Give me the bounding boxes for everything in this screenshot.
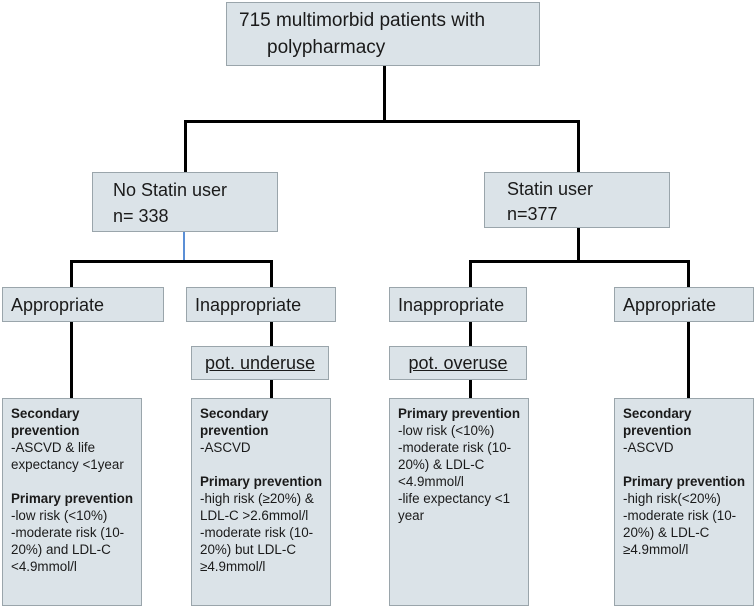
criteria-heading: Primary prevention <box>11 491 134 506</box>
connector-right-horizontal <box>469 260 690 263</box>
criteria-line: -low risk (<10%) <box>11 508 108 523</box>
criteria-line: -life expectancy <1 <box>398 491 511 506</box>
criteria-heading: Secondary <box>11 406 80 421</box>
criteria-line: ≥4.9mmol/l <box>200 559 266 574</box>
criteria-heading: prevention <box>623 423 692 438</box>
criteria-line: <4.9mmol/l <box>11 559 77 574</box>
statin-node: Statin user n=377 <box>484 172 670 228</box>
criteria-line: -moderate risk (10- <box>398 440 512 455</box>
criteria-heading: Primary prevention <box>623 474 746 489</box>
connector-right-drop <box>577 120 580 173</box>
criteria-line: -ASCVD <box>623 440 674 455</box>
connector-c4-to-b4 <box>687 322 690 398</box>
criteria-line: LDL-C >2.6mmol/l <box>200 508 309 523</box>
connector-left-drop <box>184 120 187 173</box>
criteria-line: -moderate risk (10- <box>11 525 125 540</box>
connector-left-c2-drop <box>270 260 273 287</box>
root-line1: 715 multimorbid patients with <box>239 10 486 31</box>
criteria-line: -moderate risk (10- <box>623 508 737 523</box>
criteria-heading: Secondary <box>623 406 692 421</box>
potential-overuse-label: pot. overuse <box>389 346 527 380</box>
tag-text: pot. overuse <box>408 352 508 373</box>
criteria-line: year <box>398 508 425 523</box>
criteria-heading: prevention <box>11 423 80 438</box>
criteria-line: -high risk(<20%) <box>623 491 721 506</box>
criteria-box-appropriate-statin: Secondary prevention -ASCVD Primary prev… <box>614 398 754 606</box>
connector-right-branch-down <box>577 228 580 262</box>
category-appropriate-no-statin: Appropriate <box>2 287 164 322</box>
connector-left-branch-down <box>183 232 185 262</box>
root-node: 715 multimorbid patients with polypharma… <box>226 2 540 66</box>
no-statin-node: No Statin user n= 338 <box>92 172 278 232</box>
category-label: Inappropriate <box>398 294 505 315</box>
connector-right-c3-drop <box>469 260 472 287</box>
connector-c2-to-tag <box>270 322 273 346</box>
connector-tag-to-b3 <box>469 380 472 398</box>
connector-c3-to-tag <box>469 322 472 346</box>
criteria-line: 20%) but LDL-C <box>200 542 297 557</box>
criteria-heading: prevention <box>200 423 269 438</box>
statin-label: Statin user <box>507 179 594 199</box>
criteria-line: 20%) & LDL-C <box>398 457 485 472</box>
connector-top-horizontal <box>184 120 580 123</box>
criteria-heading: Primary prevention <box>398 406 521 421</box>
connector-tag-to-b2 <box>270 380 273 398</box>
criteria-box-inappropriate-statin: Primary prevention -low risk (<10%) -mod… <box>389 398 529 606</box>
no-statin-count: n= 338 <box>113 206 169 226</box>
no-statin-label: No Statin user <box>113 180 228 200</box>
category-label: Appropriate <box>11 294 105 315</box>
category-label: Inappropriate <box>195 294 302 315</box>
statin-count: n=377 <box>507 204 558 224</box>
connector-c1-to-b1 <box>70 322 73 398</box>
criteria-heading: Secondary <box>200 406 269 421</box>
criteria-line: 20%) and LDL-C <box>11 542 111 557</box>
category-label: Appropriate <box>623 294 717 315</box>
category-inappropriate-statin: Inappropriate <box>389 287 527 322</box>
criteria-line: -low risk (<10%) <box>398 423 495 438</box>
root-line2: polypharmacy <box>267 37 386 58</box>
criteria-line: ≥4.9mmol/l <box>623 542 689 557</box>
criteria-line: -moderate risk (10- <box>200 525 314 540</box>
criteria-box-inappropriate-no-statin: Secondary prevention -ASCVD Primary prev… <box>191 398 331 606</box>
criteria-box-appropriate-no-statin: Secondary prevention -ASCVD & life expec… <box>2 398 142 606</box>
connector-right-c4-drop <box>687 260 690 287</box>
category-appropriate-statin: Appropriate <box>614 287 754 322</box>
category-inappropriate-no-statin: Inappropriate <box>186 287 336 322</box>
connector-left-c1-drop <box>70 260 73 287</box>
criteria-line: expectancy <1year <box>11 457 124 472</box>
criteria-line: 20%) & LDL-C <box>623 525 710 540</box>
criteria-line: -ASCVD & life <box>11 440 96 455</box>
connector-left-horizontal <box>70 260 273 263</box>
potential-underuse-label: pot. underuse <box>191 346 329 380</box>
criteria-heading: Primary prevention <box>200 474 323 489</box>
criteria-line: -high risk (≥20%) & <box>200 491 314 506</box>
tag-text: pot. underuse <box>204 352 316 373</box>
criteria-line: <4.9mmol/l <box>398 474 464 489</box>
criteria-line: -ASCVD <box>200 440 251 455</box>
connector-root-down <box>383 66 386 122</box>
